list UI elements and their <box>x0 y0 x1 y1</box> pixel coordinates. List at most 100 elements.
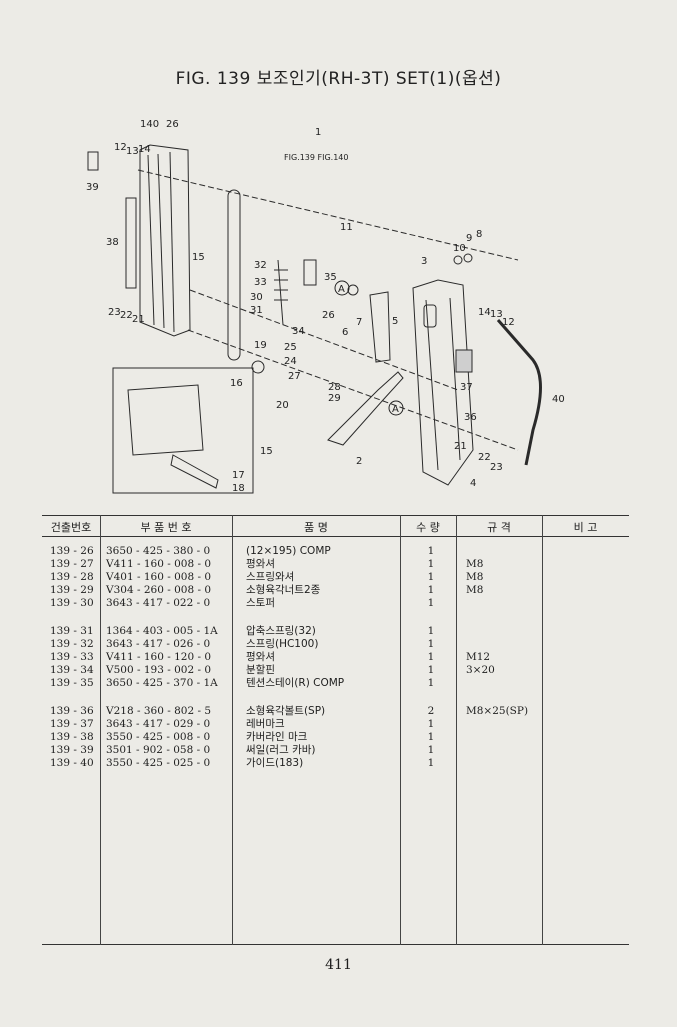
part-name: 스프링(HC100) <box>246 638 319 650</box>
lever-mark-part <box>455 349 473 373</box>
callout-8: 8 <box>476 229 482 240</box>
part-number: 3643 - 417 - 026 - 0 <box>106 638 211 650</box>
rod-part <box>227 189 241 361</box>
callout-25: 25 <box>284 342 297 353</box>
callout-22: 22 <box>120 310 133 321</box>
item-no: 139 - 28 <box>50 571 94 583</box>
part-name: 텐션스테이(R) COMP <box>246 677 345 689</box>
callout-18: 18 <box>232 483 245 494</box>
callout-20: 20 <box>276 400 289 411</box>
callout-14b: 14 <box>478 307 491 318</box>
quantity: 1 <box>427 625 435 637</box>
callout-23: 23 <box>108 307 121 318</box>
spec: M8 <box>466 584 484 596</box>
callout-28: 28 <box>328 382 341 393</box>
item-no: 139 - 29 <box>50 584 94 596</box>
left-frame-part <box>139 144 191 337</box>
part-number: 3643 - 417 - 022 - 0 <box>106 597 211 609</box>
part-name: 가이드(183) <box>246 757 304 769</box>
part-number: V500 - 193 - 002 - 0 <box>106 664 212 676</box>
table-row: 139 - 32 3643 - 417 - 026 - 0 스프링(HC100) 1 <box>42 638 629 651</box>
callout-9: 9 <box>466 233 472 244</box>
callout-21: 21 <box>132 314 145 325</box>
quantity: 1 <box>427 638 435 650</box>
header-qty: 수 량 <box>416 521 440 534</box>
part-name: 분할핀 <box>246 664 275 676</box>
part-name: 평와셔 <box>246 651 275 663</box>
callout-15b: 15 <box>260 446 273 457</box>
quantity: 1 <box>427 664 435 676</box>
fig-ref-text: FIG.139 FIG.140 <box>284 153 349 162</box>
quantity: 1 <box>427 558 435 570</box>
callout-27: 27 <box>288 371 301 382</box>
part-name: 소형육각볼트(SP) <box>246 705 326 717</box>
detail-inset-box <box>112 367 254 494</box>
callout-11: 11 <box>340 222 353 233</box>
quantity: 1 <box>427 731 435 743</box>
seal-part <box>87 151 99 171</box>
callout-23b: 23 <box>490 462 503 473</box>
part-name: 레버마크 <box>246 718 285 730</box>
item-no: 139 - 37 <box>50 718 94 730</box>
header-remark: 비 고 <box>573 521 598 534</box>
column-divider <box>456 515 457 945</box>
quantity: 1 <box>427 744 435 756</box>
callout-a-1: A <box>338 284 345 295</box>
spec: 3×20 <box>466 664 495 676</box>
callout-34: 34 <box>292 326 305 337</box>
header-name: 품 명 <box>304 521 328 534</box>
callout-24: 24 <box>284 356 297 367</box>
header-item-no: 건출번호 <box>50 521 92 534</box>
page-number: 411 <box>325 957 352 973</box>
table-top-border <box>42 515 629 516</box>
callout-32: 32 <box>254 260 267 271</box>
item-no: 139 - 27 <box>50 558 94 570</box>
part-name: 써일(러그 카바) <box>246 744 316 756</box>
part-number: 3650 - 425 - 370 - 1A <box>106 677 218 689</box>
table-header-border <box>42 536 629 537</box>
stopper-part <box>303 259 317 286</box>
column-divider <box>100 515 101 945</box>
part-name: 스프링와셔 <box>246 571 295 583</box>
callout-10: 10 <box>453 243 466 254</box>
callout-5: 5 <box>392 316 398 327</box>
item-no: 139 - 26 <box>50 545 94 557</box>
callout-3: 3 <box>421 256 427 267</box>
page-title: FIG. 139 보조인기(RH-3T) SET(1)(옵션) <box>175 69 502 89</box>
part-number: V411 - 160 - 120 - 0 <box>106 651 212 663</box>
item-no: 139 - 40 <box>50 757 94 769</box>
callout-13: 13 <box>126 146 139 157</box>
item-no: 139 - 32 <box>50 638 94 650</box>
part-name: 평와셔 <box>246 558 275 570</box>
callout-12b: 12 <box>502 317 515 328</box>
right-frame-part <box>412 279 474 486</box>
callout-26: 26 <box>166 119 179 130</box>
cover-line-mark-part <box>125 197 137 289</box>
column-divider <box>232 515 233 945</box>
callout-19: 19 <box>254 340 267 351</box>
callout-4: 4 <box>470 478 476 489</box>
callout-6: 6 <box>342 327 348 338</box>
column-divider <box>542 515 543 945</box>
item-no: 139 - 33 <box>50 651 94 663</box>
callout-22b: 22 <box>478 452 491 463</box>
callout-29: 29 <box>328 393 341 404</box>
part-name: 스토퍼 <box>246 597 275 609</box>
part-number: 3550 - 425 - 025 - 0 <box>106 757 211 769</box>
item-no: 139 - 31 <box>50 625 94 637</box>
quantity: 1 <box>427 677 435 689</box>
quantity: 1 <box>427 545 435 557</box>
item-no: 139 - 30 <box>50 597 94 609</box>
callout-40: 40 <box>552 394 565 405</box>
spec: M8×25(SP) <box>466 705 529 717</box>
header-part-no: 부 품 번 호 <box>140 521 192 534</box>
